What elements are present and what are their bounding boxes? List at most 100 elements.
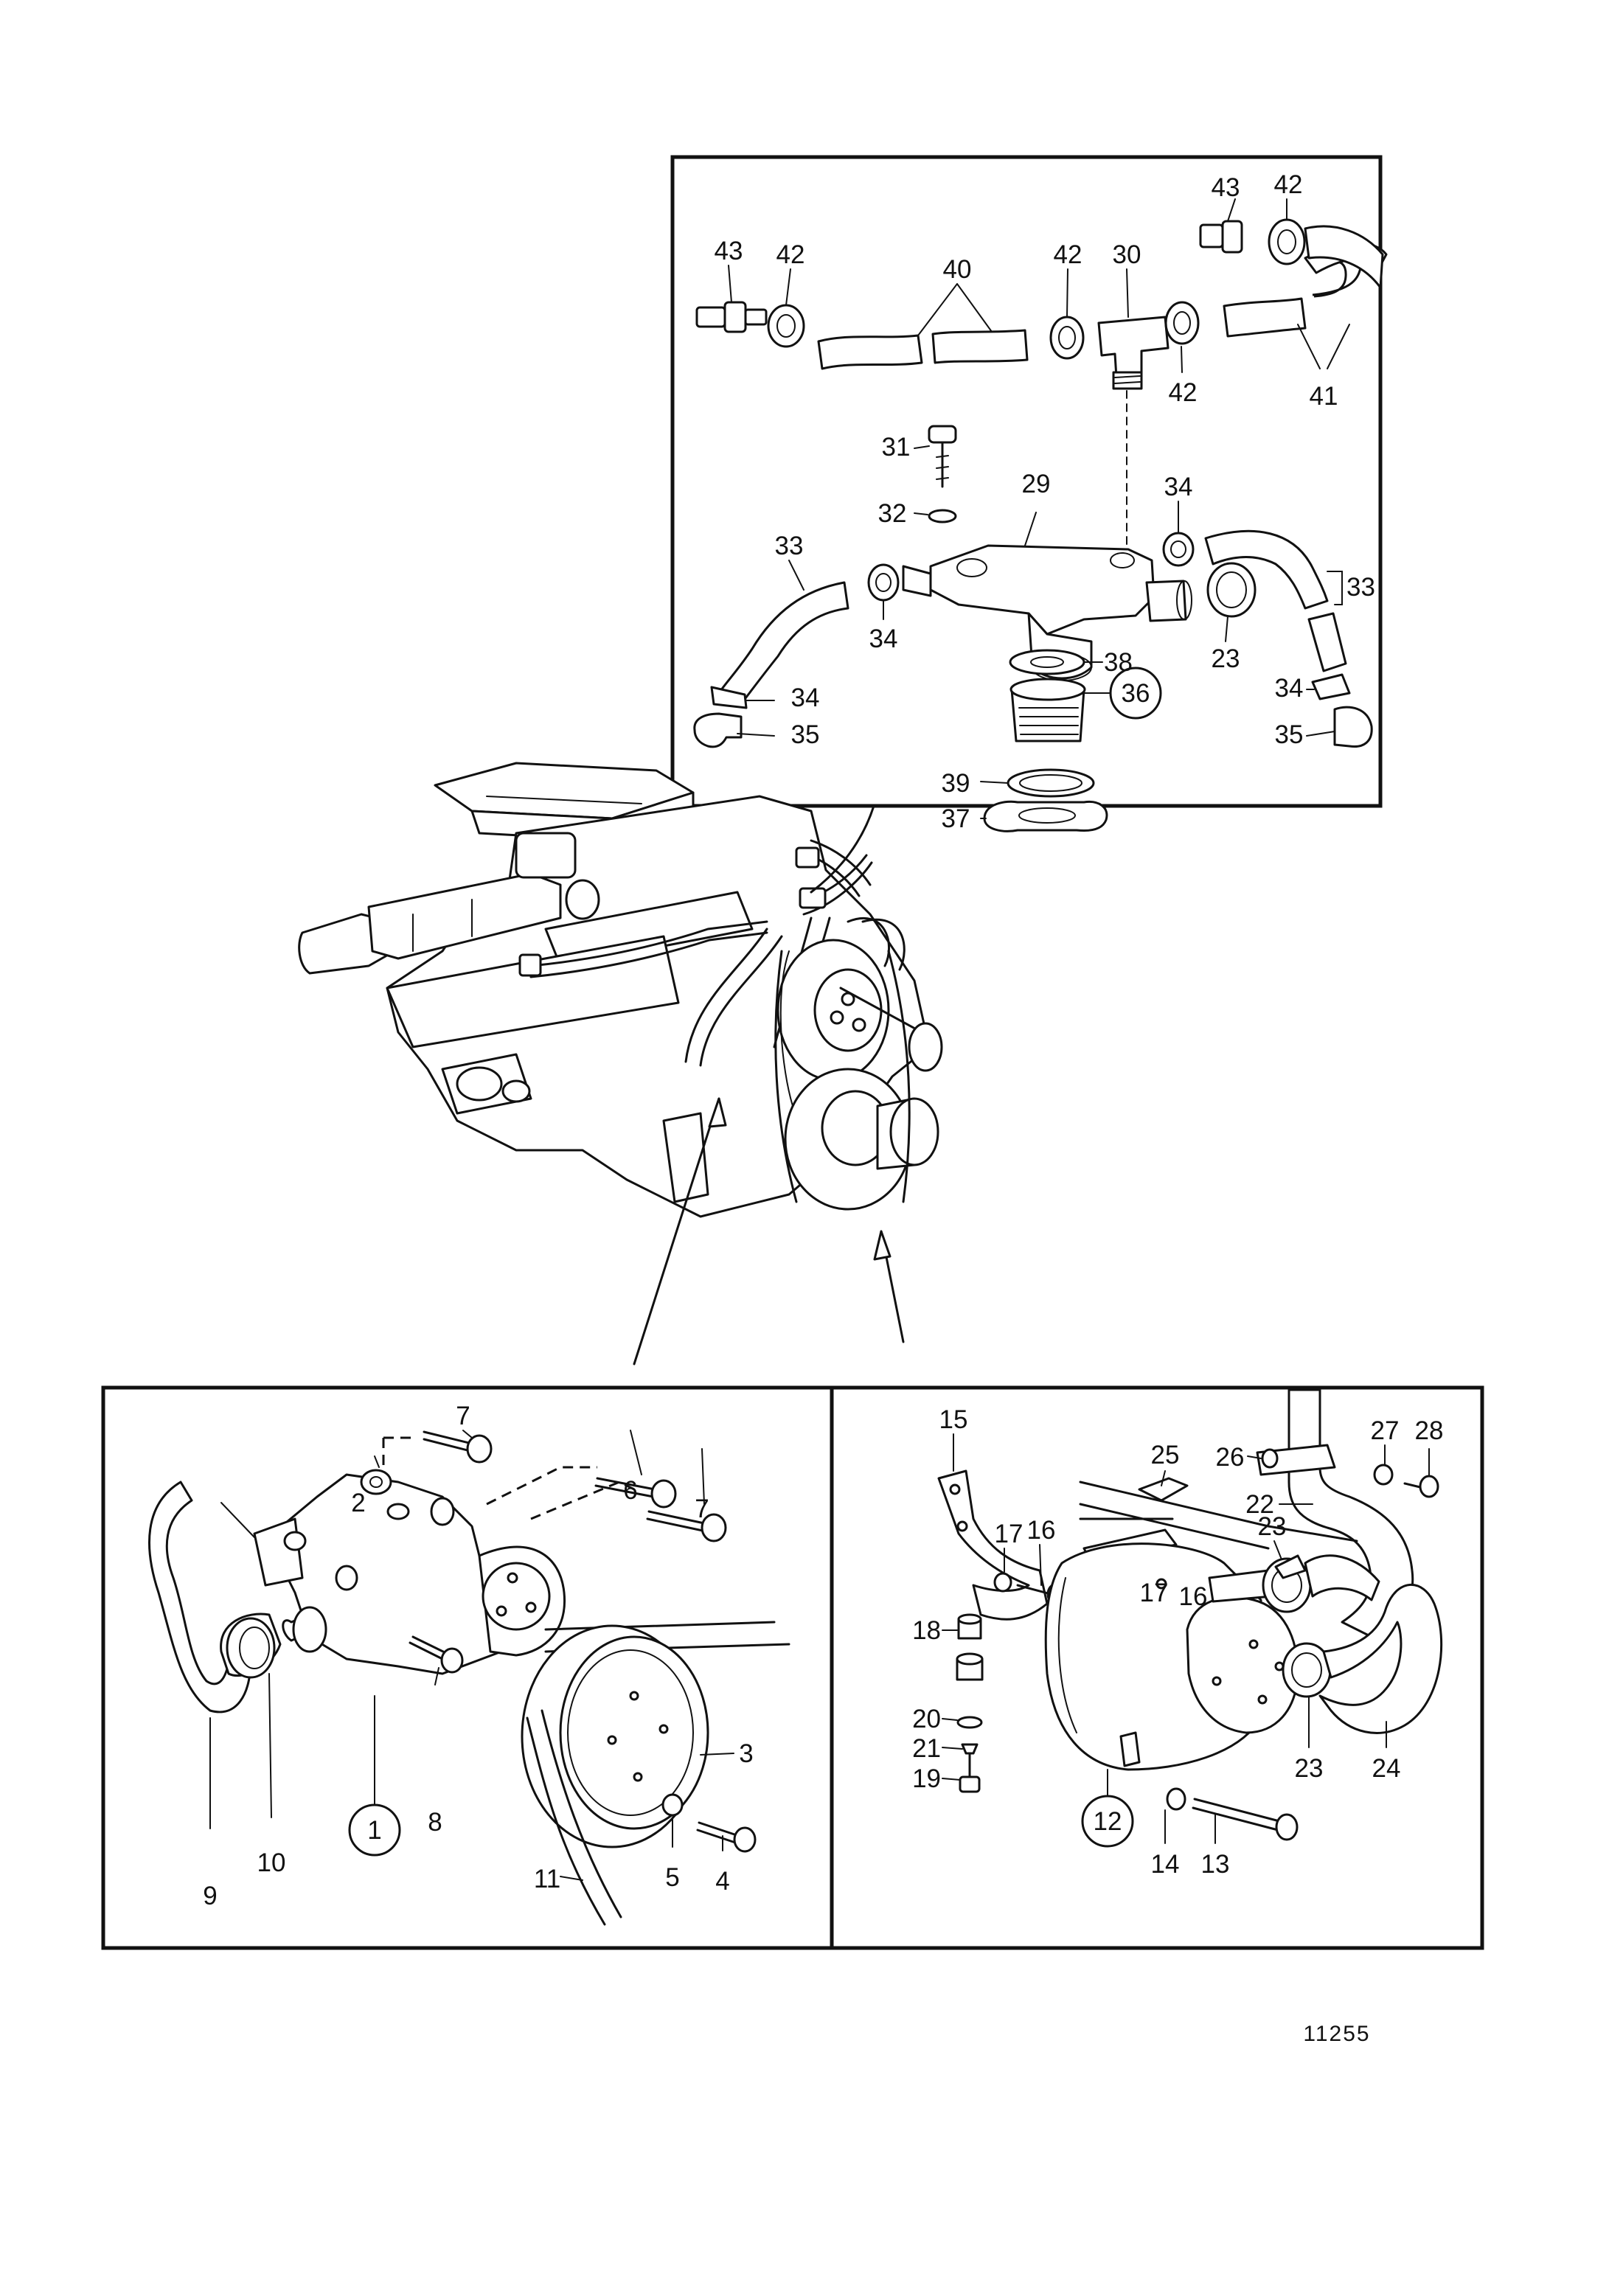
part-label: 13 <box>1201 1850 1230 1879</box>
hose-clamp-42-mid <box>1049 316 1085 360</box>
part-label: 23 <box>1258 1512 1287 1541</box>
hose-clamp-42-left <box>767 304 805 348</box>
part-label: 16 <box>1027 1516 1056 1545</box>
bolt-4 <box>696 1821 757 1853</box>
bracket-25 <box>1138 1477 1189 1502</box>
t-piece-30 <box>1097 316 1170 390</box>
washer-5 <box>661 1793 684 1817</box>
part-label: 41 <box>1310 382 1338 411</box>
hose-clamp-42-right <box>1164 301 1200 345</box>
part-label: 8 <box>428 1808 442 1837</box>
bolt-7-right <box>646 1510 727 1542</box>
part-label: 24 <box>1372 1754 1401 1783</box>
rubber-mount-18 <box>956 1613 984 1681</box>
part-label: 42 <box>1274 170 1303 199</box>
part-label: 33 <box>1346 573 1375 602</box>
part-label: 6 <box>623 1476 637 1505</box>
hose-clamp-23-upper <box>1206 562 1257 618</box>
part-label: 21 <box>912 1734 941 1763</box>
pointer-arrow-water-pump <box>633 1097 720 1366</box>
elbow-35-left <box>693 712 743 748</box>
part-label: 17 <box>995 1520 1024 1548</box>
part-label: 12 <box>1094 1807 1122 1836</box>
hose-clamp-42-top <box>1268 218 1306 265</box>
part-label: 5 <box>665 1863 679 1892</box>
part-label: 43 <box>1212 173 1240 202</box>
part-label: 23 <box>1212 644 1240 673</box>
part-label: 33 <box>775 532 804 560</box>
part-label: 10 <box>257 1848 286 1877</box>
v-belt-11 <box>526 1716 606 1926</box>
thermostat-housing-panel: 43 42 40 42 30 43 42 42 41 31 29 34 32 3… <box>670 155 1388 833</box>
hose-41-short <box>1223 297 1307 338</box>
part-label: 18 <box>912 1616 941 1645</box>
part-label: 2 <box>351 1489 365 1517</box>
part-label: 37 <box>942 804 970 833</box>
washer-21 <box>961 1743 979 1755</box>
part-label: 42 <box>1169 378 1198 407</box>
part-label: 32 <box>878 499 907 528</box>
bolt-28 <box>1403 1475 1439 1498</box>
part-label: 20 <box>912 1705 941 1733</box>
bolt-7-top <box>423 1430 493 1464</box>
water-pump-panel: 7 2 6 7 3 8 1 10 9 5 4 11 <box>101 1385 834 1950</box>
part-label: 42 <box>1054 240 1082 269</box>
part-label: 15 <box>939 1405 968 1434</box>
water-pump-panel-frame <box>101 1385 834 1950</box>
part-label: 19 <box>912 1764 941 1793</box>
part-label: 34 <box>869 625 898 653</box>
part-label: 35 <box>1275 720 1304 749</box>
seawater-pump-12 <box>1044 1542 1299 1771</box>
part-label: 11 <box>534 1865 560 1893</box>
part-label: 14 <box>1151 1850 1180 1879</box>
elbow-35-right <box>1333 706 1373 748</box>
bolt-6 <box>594 1477 677 1509</box>
hose-fitting-43-right <box>1199 220 1243 254</box>
pointer-line-thermostat <box>810 804 875 894</box>
washer-20 <box>956 1716 983 1729</box>
part-label: 4 <box>715 1867 729 1896</box>
part-label: 27 <box>1371 1416 1400 1445</box>
part-label: 22 <box>1245 1490 1274 1519</box>
thermostat-36 <box>1009 678 1086 742</box>
seal-38 <box>1009 649 1085 675</box>
washer-14 <box>1166 1787 1186 1811</box>
part-label: 43 <box>715 237 743 265</box>
flange-gasket-37 <box>983 800 1108 832</box>
hose-24 <box>1318 1583 1443 1734</box>
part-label: 7 <box>695 1495 709 1523</box>
part-label: 34 <box>1164 473 1193 501</box>
seawater-pump-panel: 27 28 26 15 25 22 17 16 23 18 17 16 20 2… <box>830 1385 1484 1950</box>
part-label: 36 <box>1122 679 1150 708</box>
part-label: 7 <box>456 1402 470 1430</box>
part-label: 3 <box>739 1739 753 1768</box>
hose-9 <box>148 1481 252 1714</box>
part-label: 34 <box>791 683 820 712</box>
hose-clamp-34-right-upper <box>1162 532 1195 567</box>
bolt-31 <box>928 425 957 488</box>
bolt-13 <box>1192 1798 1299 1841</box>
water-pump-housing-1 <box>253 1469 566 1675</box>
hose-40-left <box>817 334 923 370</box>
hose-33-right-upper <box>1204 529 1329 610</box>
part-label: 38 <box>1104 648 1133 677</box>
hose-clamp-34-left-lower <box>710 686 748 709</box>
hose-clamp-34-left-upper <box>867 563 900 602</box>
part-label: 1 <box>367 1816 381 1845</box>
bolt-19 <box>959 1753 981 1793</box>
washer-32 <box>928 509 957 523</box>
part-label: 40 <box>943 255 972 284</box>
washer-17-left <box>993 1572 1012 1593</box>
part-label: 29 <box>1022 470 1051 498</box>
hose-fitting-43-left <box>695 301 768 333</box>
hose-33-left <box>717 581 849 706</box>
gasket-39 <box>1007 768 1095 798</box>
engine-overview <box>298 762 943 1366</box>
washer-27 <box>1373 1464 1394 1486</box>
part-label: 30 <box>1113 240 1141 269</box>
bolt-8 <box>409 1635 464 1674</box>
part-label: 25 <box>1151 1441 1180 1469</box>
hose-40-right <box>931 329 1029 364</box>
part-label: 35 <box>791 720 820 749</box>
